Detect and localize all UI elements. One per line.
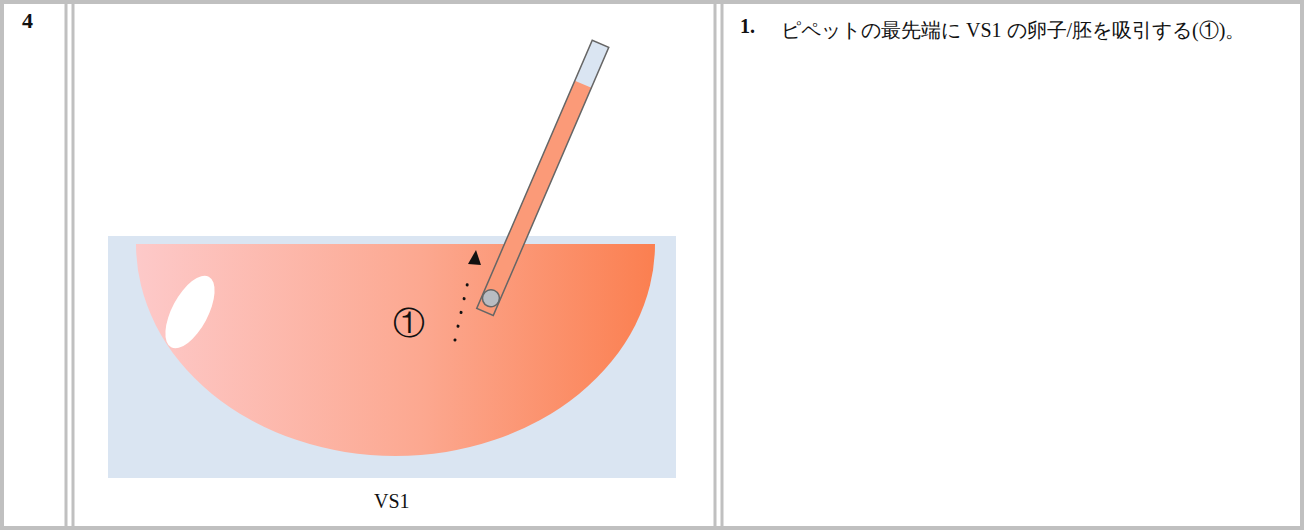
callout-number: ① xyxy=(393,304,425,342)
step-text: ピペットの最先端に VS1 の卵子/胚を吸引する(①)。 xyxy=(781,14,1281,47)
row-number: 4 xyxy=(22,8,33,34)
arrow-head xyxy=(468,250,481,265)
step-number: 1. xyxy=(740,14,755,38)
dish-label: VS1 xyxy=(374,489,410,513)
highlight xyxy=(155,268,224,356)
dish xyxy=(136,244,655,456)
dotted-arrow xyxy=(455,272,470,340)
background-panel xyxy=(108,236,676,478)
pipette xyxy=(477,40,609,315)
